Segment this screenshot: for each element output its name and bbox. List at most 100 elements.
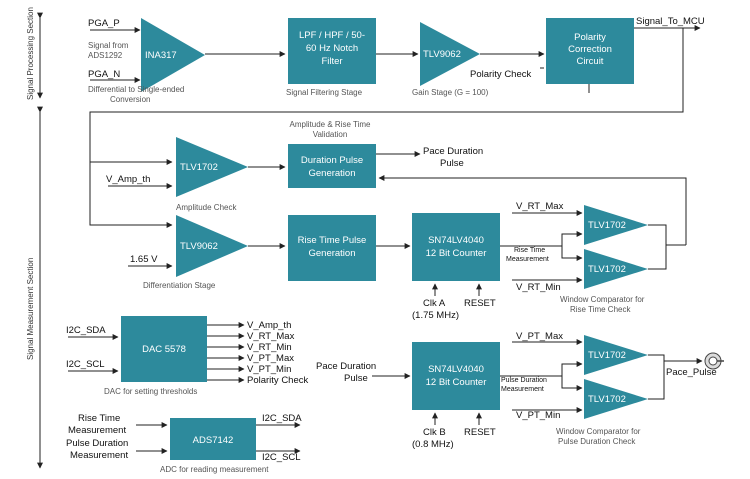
rt-window-caption-2: Rise Time Check xyxy=(570,305,631,314)
counter-b-label-1: SN74LV4040 xyxy=(428,364,484,375)
measurement-section-label: Signal Measurement Section xyxy=(26,258,35,360)
v-pt-max-label: V_PT_Max xyxy=(516,331,563,342)
clk-a-label: Clk A xyxy=(423,298,446,309)
polarity-label-3: Circuit xyxy=(577,56,604,67)
pace-duration-output-label: Pace Duration xyxy=(423,146,483,157)
amplitude-comparator-label: TLV1702 xyxy=(180,162,218,173)
pt-measurement-label: Pulse Duration xyxy=(501,377,547,384)
dac-i2c-scl-label: I2C_SCL xyxy=(66,359,105,370)
dac-caption: DAC for setting thresholds xyxy=(104,387,197,396)
filter-block xyxy=(288,18,376,84)
adc-label: ADS7142 xyxy=(193,435,234,446)
counter-b-input-label-2: Pulse xyxy=(344,373,368,384)
counter-b-reset-label: RESET xyxy=(464,427,496,438)
signal-source-label: Signal from xyxy=(88,41,129,50)
adc-input-pulse-duration-2: Measurement xyxy=(70,450,128,461)
adc-input-pulse-duration: Pulse Duration xyxy=(66,438,128,449)
pga-n-label: PGA_N xyxy=(88,69,120,80)
filter-label-1: LPF / HPF / 50- xyxy=(299,30,365,41)
differentiation-amp-label: TLV9062 xyxy=(180,241,218,252)
v-amp-th-label: V_Amp_th xyxy=(106,174,150,185)
counter-a-reset-label: RESET xyxy=(464,298,496,309)
adc-input-rise-time: Rise Time xyxy=(78,413,120,424)
duration-pulse-block xyxy=(288,144,376,188)
counter-a-label-2: 12 Bit Counter xyxy=(426,248,487,259)
filter-label-3: Filter xyxy=(321,56,342,67)
adc-i2c-sda-label: I2C_SDA xyxy=(262,413,302,424)
amplitude-comparator xyxy=(176,137,248,197)
rise-time-pulse-block xyxy=(288,215,376,281)
rt-comparator-top-label: TLV1702 xyxy=(588,220,626,231)
rt-window-caption: Window Comparator for xyxy=(560,295,645,304)
counter-b-block xyxy=(412,342,500,410)
pt-comparator-top-label: TLV1702 xyxy=(588,350,626,361)
dac-i2c-sda-label: I2C_SDA xyxy=(66,325,106,336)
amplitude-caption-2: Validation xyxy=(313,130,348,139)
clk-b-label: Clk B xyxy=(423,427,446,438)
amplitude-check-caption: Amplitude Check xyxy=(176,203,237,212)
ina317-label: INA317 xyxy=(145,50,177,61)
v-pt-min-label: V_PT_Min xyxy=(516,410,560,421)
pga-p-label: PGA_P xyxy=(88,18,120,29)
duration-block-label-1: Duration Pulse xyxy=(301,155,363,166)
differentiation-caption: Differentiation Stage xyxy=(143,281,216,290)
pt-window-caption-2: Pulse Duration Check xyxy=(558,437,636,446)
counter-a-label-1: SN74LV4040 xyxy=(428,235,484,246)
dac-label: DAC 5578 xyxy=(142,344,186,355)
filter-label-2: 60 Hz Notch xyxy=(306,43,358,54)
pace-duration-output-label-2: Pulse xyxy=(440,158,464,169)
counter-b-input-label: Pace Duration xyxy=(316,361,376,372)
rt-measurement-label-2: Measurement xyxy=(506,256,549,263)
gain-amp-label: TLV9062 xyxy=(423,49,461,60)
duration-block-label-2: Generation xyxy=(308,168,355,179)
adc-input-rise-time-2: Measurement xyxy=(68,425,126,436)
dac-output-v-rt-min: V_RT_Min xyxy=(247,342,292,353)
ina317-amplifier xyxy=(141,18,205,92)
pt-comparator-bottom-label: TLV1702 xyxy=(588,394,626,405)
dac-output-v-pt-max: V_PT_Max xyxy=(247,353,294,364)
pt-measurement-label-2: Measurement xyxy=(501,386,544,393)
adc-i2c-scl-label: I2C_SCL xyxy=(262,452,301,463)
ref-voltage-label: 1.65 V xyxy=(130,254,158,265)
dac-output-wires xyxy=(207,322,245,383)
pt-window-caption: Window Comparator for xyxy=(556,427,641,436)
filter-caption: Signal Filtering Stage xyxy=(286,88,363,97)
signal-to-mcu-label: Signal_To_MCU xyxy=(636,16,705,27)
adc-block xyxy=(170,418,256,460)
clk-b-freq-label: (0.8 MHz) xyxy=(412,439,454,450)
rise-block-label-2: Generation xyxy=(308,248,355,259)
output-connector-icon xyxy=(704,352,724,370)
rt-comparator-bottom-label: TLV1702 xyxy=(588,264,626,275)
ina-caption-2: Conversion xyxy=(110,95,150,104)
processing-wires xyxy=(89,25,701,228)
dac-output-v-pt-min: V_PT_Min xyxy=(247,364,291,375)
rt-comparator-bottom xyxy=(584,249,648,289)
v-rt-min-label: V_RT_Min xyxy=(516,282,561,293)
gain-caption: Gain Stage (G = 100) xyxy=(412,88,489,97)
dac-output-v-rt-max: V_RT_Max xyxy=(247,331,295,342)
rt-comparator-top xyxy=(584,205,648,245)
clk-a-freq-label: (1.75 MHz) xyxy=(412,310,459,321)
polarity-label-2: Correction xyxy=(568,44,612,55)
counter-a-block xyxy=(412,213,500,281)
pt-comparator-top xyxy=(584,335,648,375)
dac-block xyxy=(121,316,207,382)
rt-measurement-label: Rise Time xyxy=(514,247,545,254)
v-rt-max-label: V_RT_Max xyxy=(516,201,564,212)
rise-block-label-1: Rise Time Pulse xyxy=(298,235,367,246)
adc-caption: ADC for reading measurement xyxy=(160,465,269,474)
ina-caption: Differential to Single-ended xyxy=(88,85,184,94)
polarity-check-input-label: Polarity Check xyxy=(470,69,531,80)
signal-source-label-2: ADS1292 xyxy=(88,51,123,60)
processing-section-label: Signal Processing Section xyxy=(26,7,35,100)
differentiation-amplifier xyxy=(176,215,248,277)
dac-output-polarity-check: Polarity Check xyxy=(247,375,308,386)
amplitude-caption: Amplitude & Rise Time xyxy=(290,120,371,129)
counter-b-label-2: 12 Bit Counter xyxy=(426,377,487,388)
gain-amplifier xyxy=(420,22,480,86)
dac-output-v-amp-th: V_Amp_th xyxy=(247,320,291,331)
polarity-label-1: Polarity xyxy=(574,32,606,43)
pace-pulse-output-label: Pace_Pulse xyxy=(666,367,717,378)
polarity-correction-block xyxy=(546,18,634,84)
